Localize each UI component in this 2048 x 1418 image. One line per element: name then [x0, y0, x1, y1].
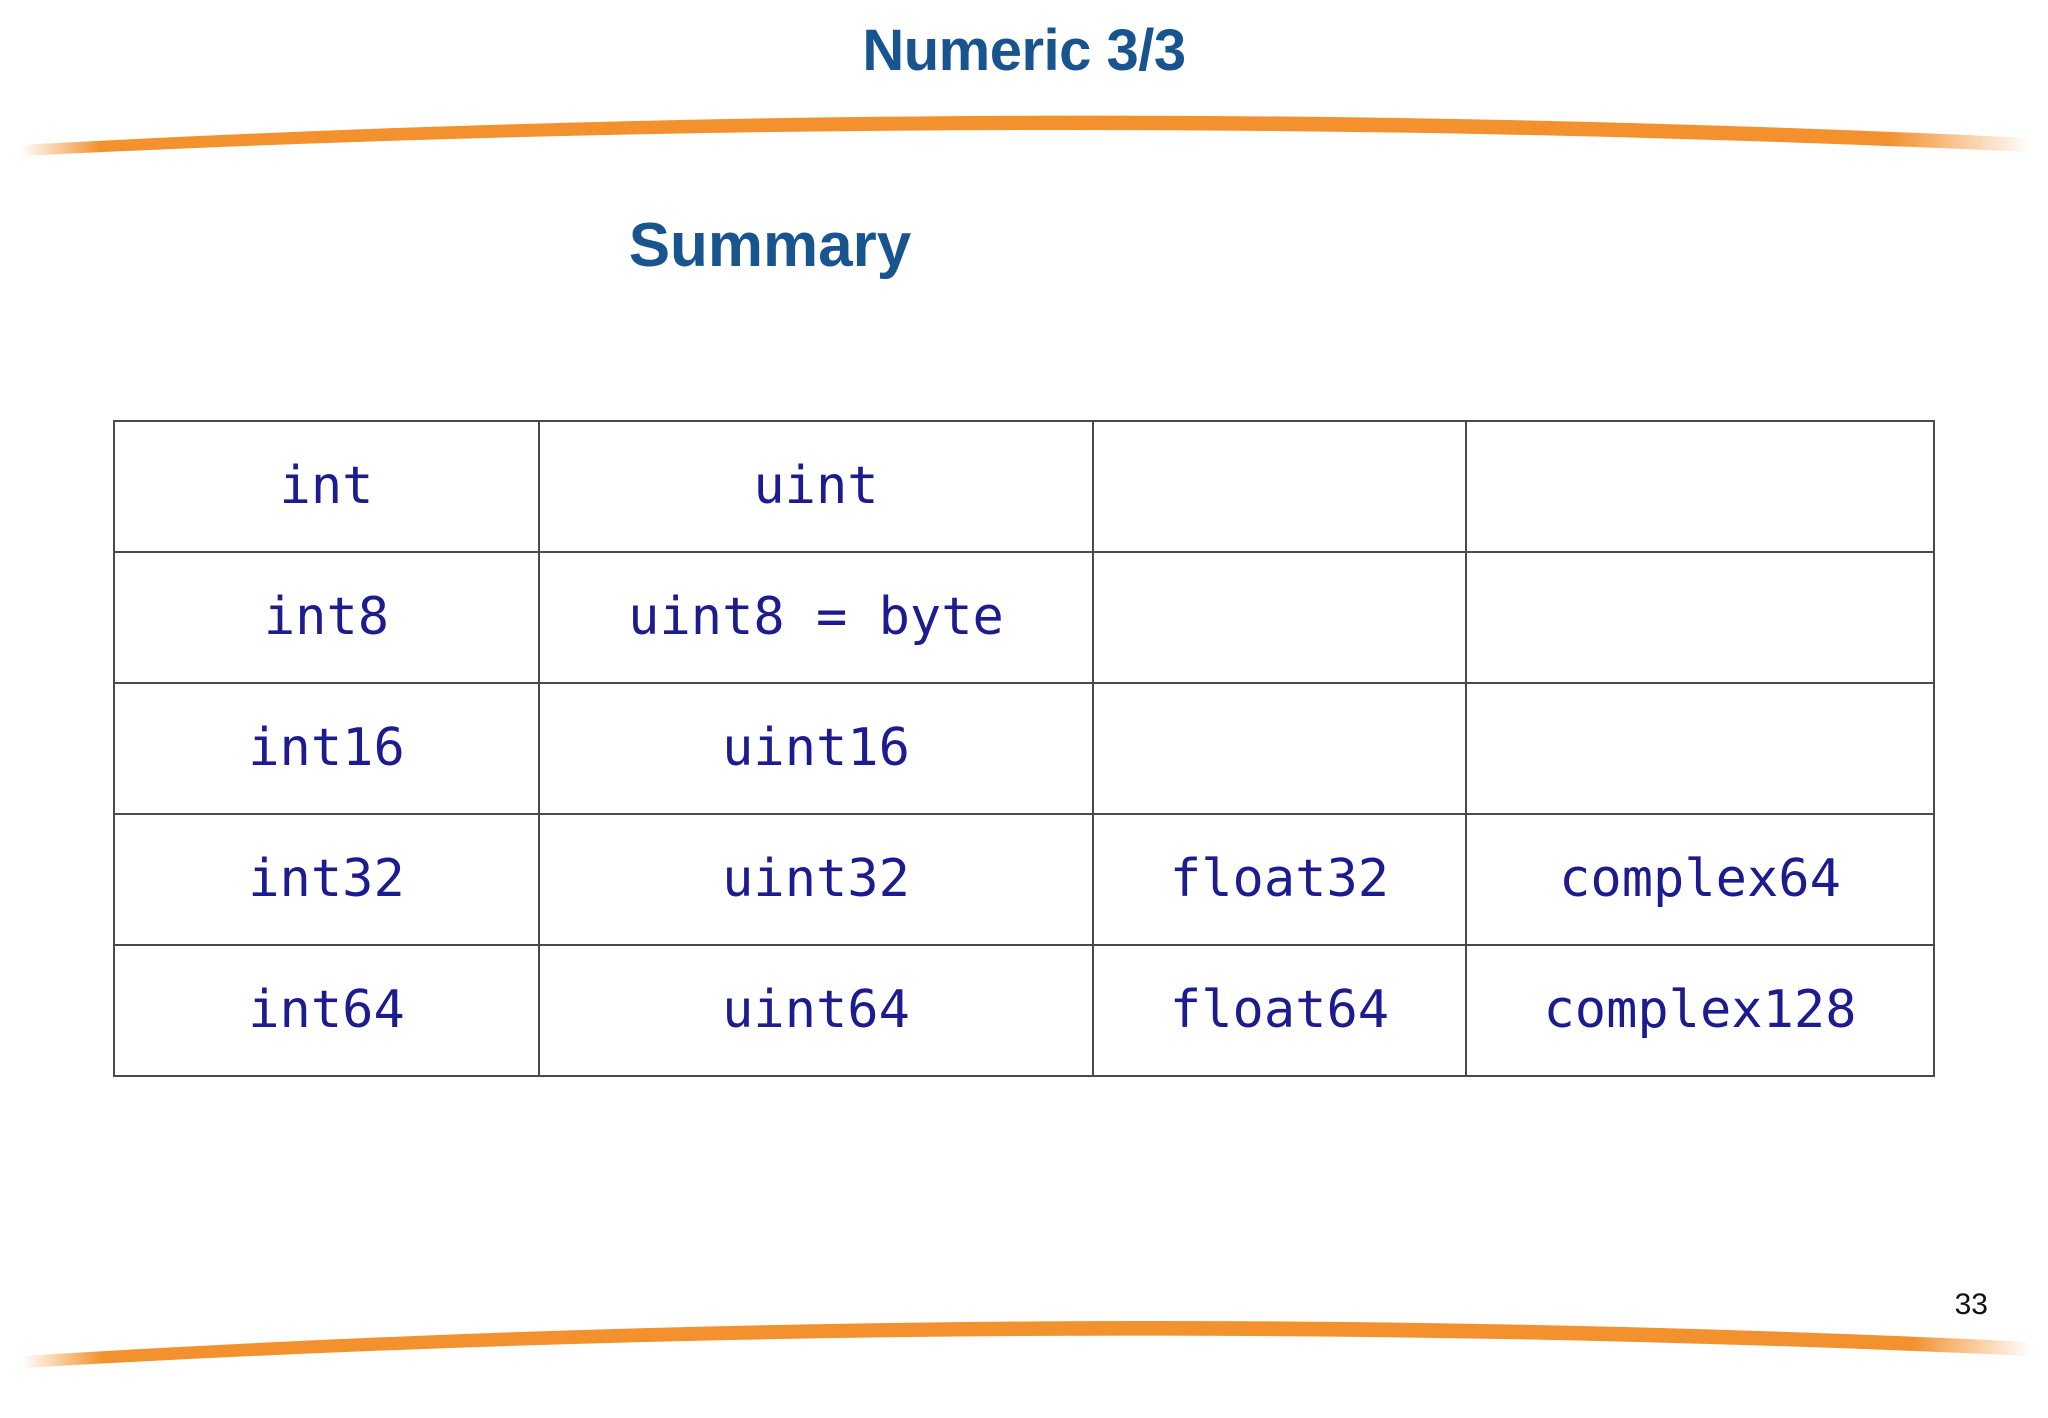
cell-complex	[1465, 551, 1935, 684]
table-row: int uint	[113, 420, 1935, 553]
cell-uint: uint8 = byte	[538, 551, 1094, 684]
cell-int: int64	[113, 944, 540, 1077]
cell-float	[1092, 551, 1467, 684]
numeric-types-table: int uint int8 uint8 = byte int16 uint16 …	[113, 420, 1935, 1077]
cell-complex	[1465, 682, 1935, 815]
cell-complex: complex64	[1465, 813, 1935, 946]
section-heading: Summary	[628, 211, 912, 280]
cell-uint: uint64	[538, 944, 1094, 1077]
table-row: int16 uint16	[113, 682, 1935, 815]
page-number: 33	[1954, 1288, 1988, 1321]
table-row: int8 uint8 = byte	[113, 551, 1935, 684]
cell-complex	[1465, 420, 1935, 553]
cell-int: int8	[113, 551, 540, 684]
orange-arc-top-icon	[20, 115, 2030, 156]
cell-float: float32	[1092, 813, 1467, 946]
cell-int: int16	[113, 682, 540, 815]
cell-complex: complex128	[1465, 944, 1935, 1077]
table-row: int64 uint64 float64 complex128	[113, 944, 1935, 1077]
table-row: int32 uint32 float32 complex64	[113, 813, 1935, 946]
page-title: Numeric 3/3	[862, 18, 1186, 83]
cell-int: int	[113, 420, 540, 553]
cell-float	[1092, 682, 1467, 815]
cell-uint: uint	[538, 420, 1094, 553]
orange-arc-bottom-icon	[22, 1321, 2032, 1368]
cell-uint: uint32	[538, 813, 1094, 946]
cell-float: float64	[1092, 944, 1467, 1077]
cell-uint: uint16	[538, 682, 1094, 815]
cell-float	[1092, 420, 1467, 553]
cell-int: int32	[113, 813, 540, 946]
